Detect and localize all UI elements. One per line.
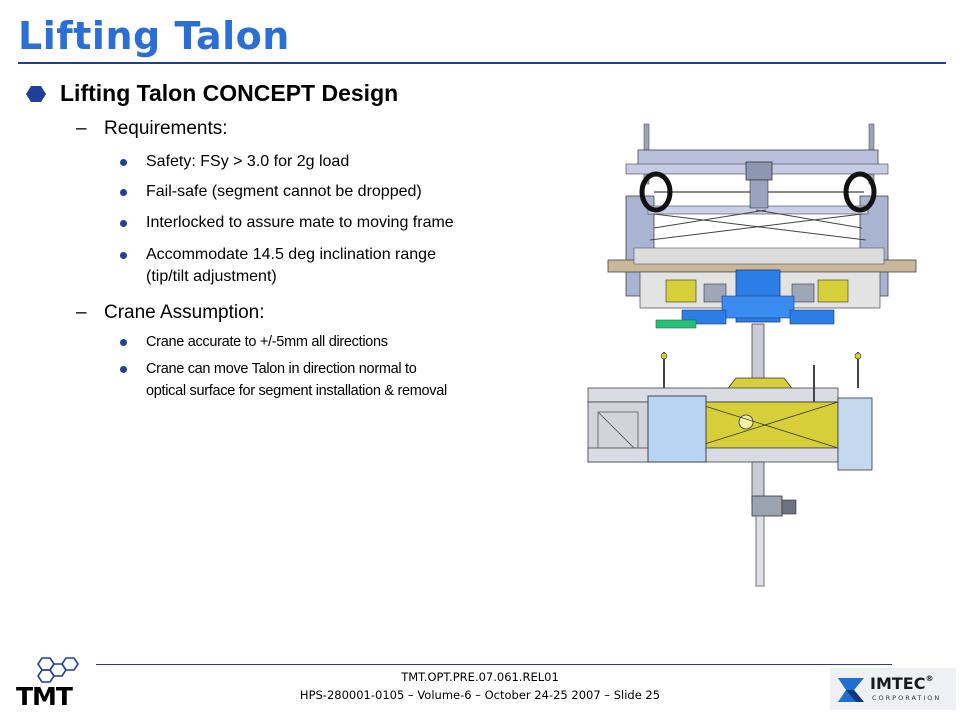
list-item: Accommodate 14.5 deg inclination range (… [120,244,436,288]
tmt-logo: TMT [14,656,84,714]
section-label: Crane Assumption: [104,302,265,323]
imtec-logo-name: IMTEC® [870,674,934,693]
footer-reference: HPS-280001-0105 – Volume-6 – October 24-… [299,688,661,702]
dot-bullet-icon [120,220,127,227]
dot-bullet-icon [120,339,127,346]
dot-bullet-icon [120,366,127,373]
tmt-logo-text: TMT [16,682,73,711]
imtec-mark-icon [838,678,864,702]
tmt-hexagons-icon [37,657,79,683]
lifting-talon-cad-drawing [587,123,917,587]
dot-bullet-icon [120,252,127,259]
imtec-logo: IMTEC® CORPORATION [830,668,956,710]
section-requirements: –Requirements: [76,118,228,140]
title-divider [18,62,946,64]
footer-divider [96,664,892,665]
section-label: Requirements: [104,118,228,139]
list-item: Crane accurate to +/-5mm all directions [120,331,388,353]
hexagon-bullet-icon [26,85,46,102]
list-item: Fail-safe (segment cannot be dropped) [120,181,422,203]
dash-marker: – [76,302,87,323]
section-crane-assumption: –Crane Assumption: [76,302,265,324]
list-item: Safety: FSy > 3.0 for 2g load [120,151,349,173]
main-bullet: Lifting Talon CONCEPT Design [26,80,398,107]
list-item: Interlocked to assure mate to moving fra… [120,212,454,234]
dot-bullet-icon [120,189,127,196]
footer-doc-id: TMT.OPT.PRE.07.061.REL01 [401,670,559,684]
dot-bullet-icon [120,159,127,166]
list-item: Crane can move Talon in direction normal… [120,358,447,402]
imtec-logo-sub: CORPORATION [872,694,942,702]
dash-marker: – [76,118,87,139]
main-bullet-text: Lifting Talon CONCEPT Design [60,80,399,106]
slide-title: Lifting Talon [18,14,290,58]
